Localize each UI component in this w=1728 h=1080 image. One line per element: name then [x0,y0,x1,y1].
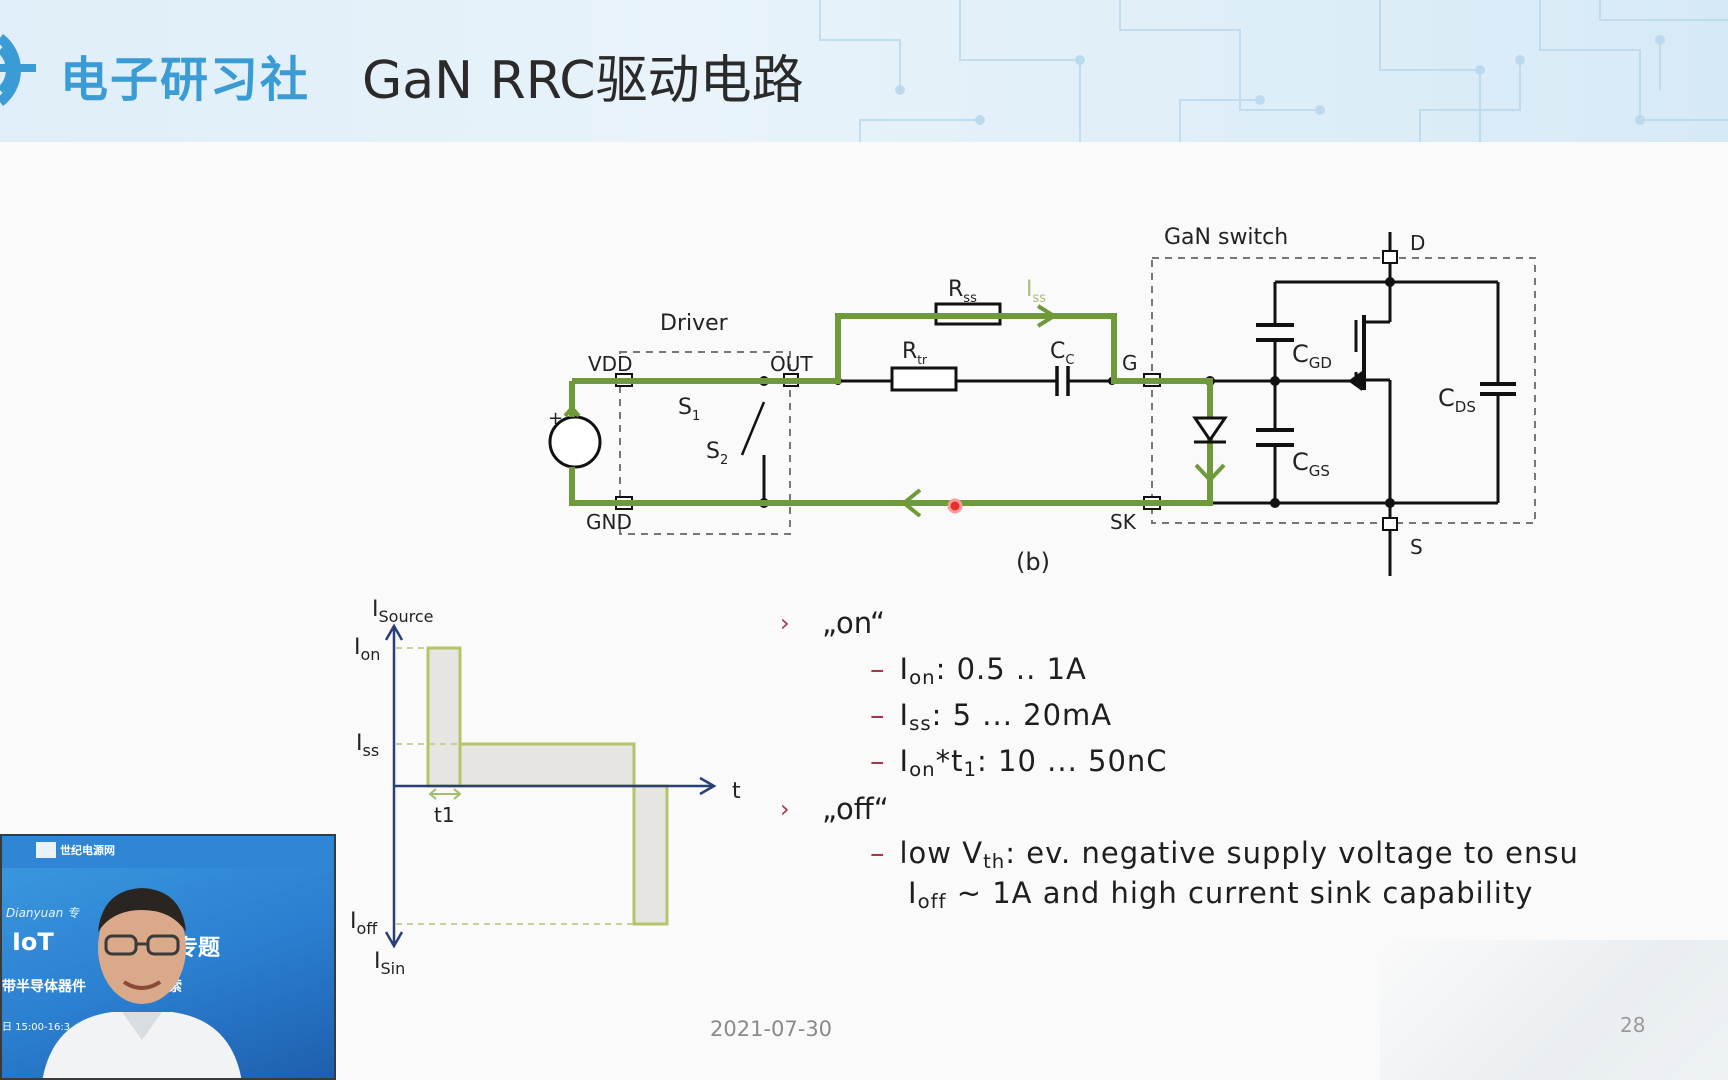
label-plus: + [548,408,563,429]
label-sk: SK [1110,510,1137,534]
label-iss-sub: ss [1033,291,1047,306]
bullet-arrow-icon: › [780,795,790,823]
y-bottom-label: I [374,949,381,974]
ion-label: I [354,635,361,660]
webcam-banner [2,836,334,868]
label-out: OUT [770,352,813,376]
label-cds-sub: DS [1455,398,1476,416]
svg-text:CGD: CGD [1292,340,1332,372]
label-driver: Driver [660,311,729,336]
diode-icon [1192,416,1228,444]
logo-icon [0,34,36,106]
page-number: 28 [1620,1013,1646,1037]
t-axis-label: t [732,779,741,804]
ss-level-bar [458,742,636,788]
bullet-on-heading: „on“ [822,606,886,640]
label-s2-sub: 2 [720,453,728,468]
capacitor-cc-icon [1055,366,1070,396]
svg-text:S1: S1 [678,395,700,424]
label-cc-sub: C [1065,353,1074,368]
driver-box [619,351,791,535]
bullet-off-heading: „off“ [822,792,889,826]
svg-text:Ion: Ion [354,635,380,664]
bullet-arrow-icon: › [780,609,790,637]
webcam-text-2: IoT [12,928,54,956]
label-gan-switch: GaN switch [1164,225,1288,250]
y-top-sub: Source [379,607,434,626]
label-cgd: C [1292,340,1309,368]
webcam-text-1: Dianyuan 专 [6,906,80,920]
sub-bullet-charge: –Ion*t1: 10 ... 50nC [870,744,1168,781]
label-g: G [1122,351,1138,375]
label-s1-sub: 1 [692,409,700,424]
t1-label: t1 [434,803,455,827]
page-title: GaN RRC驱动电路 [362,51,804,111]
label-cgd-sub: GD [1309,354,1332,372]
svg-text:S2: S2 [706,439,728,468]
sub-bullet-low-vth: –low Vth: ev. negative supply voltage to… [870,836,1579,873]
label-gnd: GND [586,510,632,534]
label-s: S [1410,535,1423,559]
svg-text:ISource: ISource [372,597,433,626]
ioff-label: I [350,909,357,934]
label-cgs: C [1292,448,1309,476]
label-cds: C [1438,384,1455,412]
svg-text:ISin: ISin [374,949,405,978]
on-pulse-bar [426,646,462,788]
svg-text:CC: CC [1050,339,1074,368]
label-iss: I [1026,277,1033,302]
label-rss-sub: ss [963,291,977,306]
capacitor-cgd-icon [1256,323,1294,342]
presenter-avatar [42,888,242,1078]
iss-label: I [356,731,363,756]
webcam-logo-text: 世纪电源网 [60,844,115,857]
figure-caption: (b) [1016,548,1050,576]
slide-date: 2021-07-30 [710,1017,833,1041]
webcam-text-4: 带半导体器件 [2,979,86,995]
bullet-list: › „on“ –Ion: 0.5 .. 1A –Iss: 5 ... 20mA … [780,600,1728,930]
ion-sub: on [361,645,381,664]
label-s2: S [706,439,720,464]
resistor-rtr-icon [890,366,958,392]
laser-pointer-dot [947,498,963,514]
svg-text:CDS: CDS [1438,384,1476,416]
svg-text:Ioff: Ioff [350,909,378,938]
label-cgs-sub: GS [1309,462,1330,480]
label-d: D [1410,231,1425,255]
svg-text:Rtr: Rtr [902,339,927,367]
sub-bullet-ion: –Ion: 0.5 .. 1A [870,652,1087,689]
slide-header: 电子研习社 GaN RRC驱动电路 [0,0,1728,142]
decorative-corner [1380,940,1728,1080]
presenter-webcam: 世纪电源网 Dianyuan 专 IoT 带专题 带半导体器件 探索 日 15:… [0,834,336,1080]
capacitor-cgs-icon [1256,428,1294,447]
circuit-background-pattern [819,0,1728,142]
y-top-label: I [372,597,379,622]
label-rtr-sub: tr [917,353,927,367]
svg-text:CGS: CGS [1292,448,1330,480]
svg-text:Iss: Iss [1026,277,1046,306]
svg-text:Iss: Iss [356,731,379,760]
gan-switch-box [1151,257,1536,524]
ioff-sub: off [357,919,379,938]
off-pulse-bar [632,784,669,926]
iss-sub: ss [363,741,380,760]
webcam-text-6: 日 15:00-16:3 [2,1022,71,1033]
label-rss: R [948,277,963,302]
sub-bullet-ioff: Ioff ~ 1A and high current sink capabili… [908,876,1534,913]
sub-bullet-iss: –Iss: 5 ... 20mA [870,698,1113,735]
label-vdd: VDD [588,352,632,376]
svg-text:Rss: Rss [948,277,977,306]
capacitor-cds-icon [1480,382,1516,396]
label-cc: C [1050,339,1065,364]
label-rtr: R [902,339,917,364]
current-path [569,304,1226,518]
label-s1: S [678,395,692,420]
y-bottom-sub: Sin [381,959,406,978]
brand-name: 电子研习社 [60,52,311,108]
